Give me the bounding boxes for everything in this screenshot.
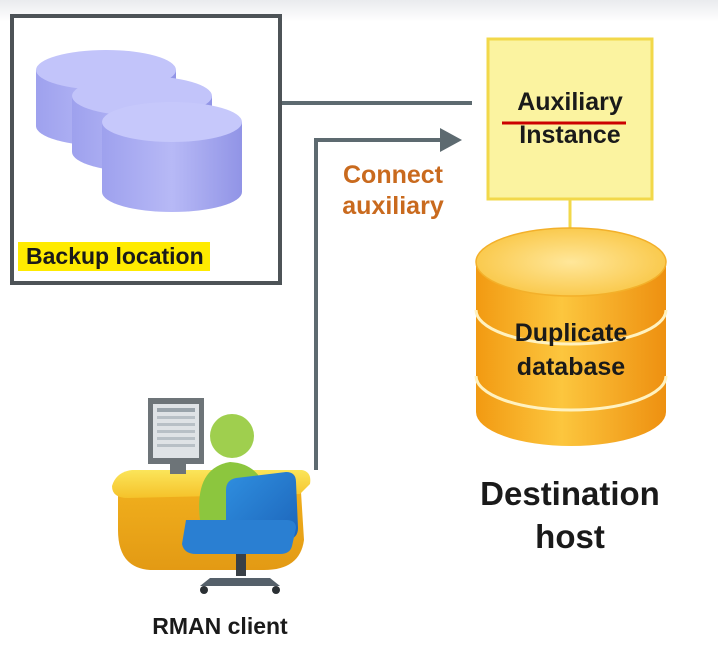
- duplicate-database-label: Duplicate database: [476, 316, 666, 384]
- destination-host-line1: Destination: [480, 475, 660, 512]
- duplicate-database-line2: database: [516, 353, 626, 381]
- database-cylinder-icon: [474, 227, 668, 446]
- auxiliary-instance-line1: Auxiliary: [517, 88, 623, 116]
- arrow-right-icon: [440, 128, 462, 152]
- connect-auxiliary-label: Connect auxiliary: [318, 160, 468, 222]
- connect-auxiliary-line2: auxiliary: [342, 192, 444, 220]
- backup-location-label: Backup location: [18, 242, 210, 271]
- connect-auxiliary-line1: Connect: [343, 161, 443, 189]
- connector-rman-to-auxiliary: [314, 128, 462, 470]
- auxiliary-instance-label: Auxiliary Instance: [492, 86, 648, 152]
- duplicate-database-line1: Duplicate: [514, 319, 628, 347]
- rman-client-workstation-icon: [112, 398, 311, 594]
- auxiliary-instance-line2: Instance: [519, 121, 621, 149]
- backup-disks-icon: [36, 50, 242, 212]
- destination-host-label: Destination host: [440, 472, 700, 558]
- rman-client-label: RMAN client: [152, 613, 288, 639]
- auxiliary-instance-box: [486, 37, 654, 201]
- destination-host-line2: host: [535, 518, 605, 555]
